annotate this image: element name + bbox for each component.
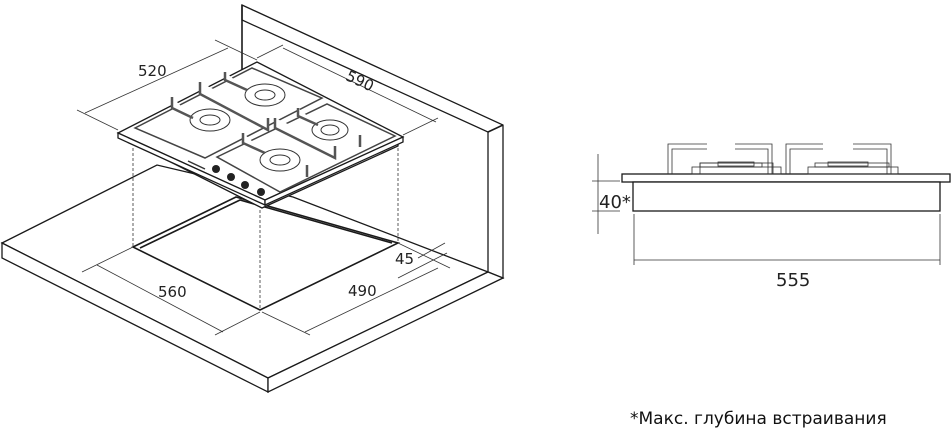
dimension-lines [76,39,451,336]
dimension-560: 560 [158,283,187,301]
gas-hob [116,61,405,209]
pan-supports-side [667,143,892,174]
control-knobs [212,165,265,196]
knob [212,165,220,173]
burner [259,148,301,172]
pan-supports [170,72,362,177]
burner [189,108,231,132]
burners [189,83,349,172]
burners-side [691,161,899,175]
burner [311,119,349,141]
footnote: *Макс. глубина встраивания [630,409,887,429]
dimension-45: 45 [395,250,414,268]
side-view [592,143,951,265]
dimension-490: 490 [348,282,377,300]
dimension-520: 520 [138,62,167,80]
projection-lines [132,148,399,310]
dimension-555: 555 [776,270,810,291]
knob [241,181,249,189]
burner [244,83,286,107]
dimension-40: 40* [599,192,631,213]
knob [257,188,265,196]
knob [227,173,235,181]
